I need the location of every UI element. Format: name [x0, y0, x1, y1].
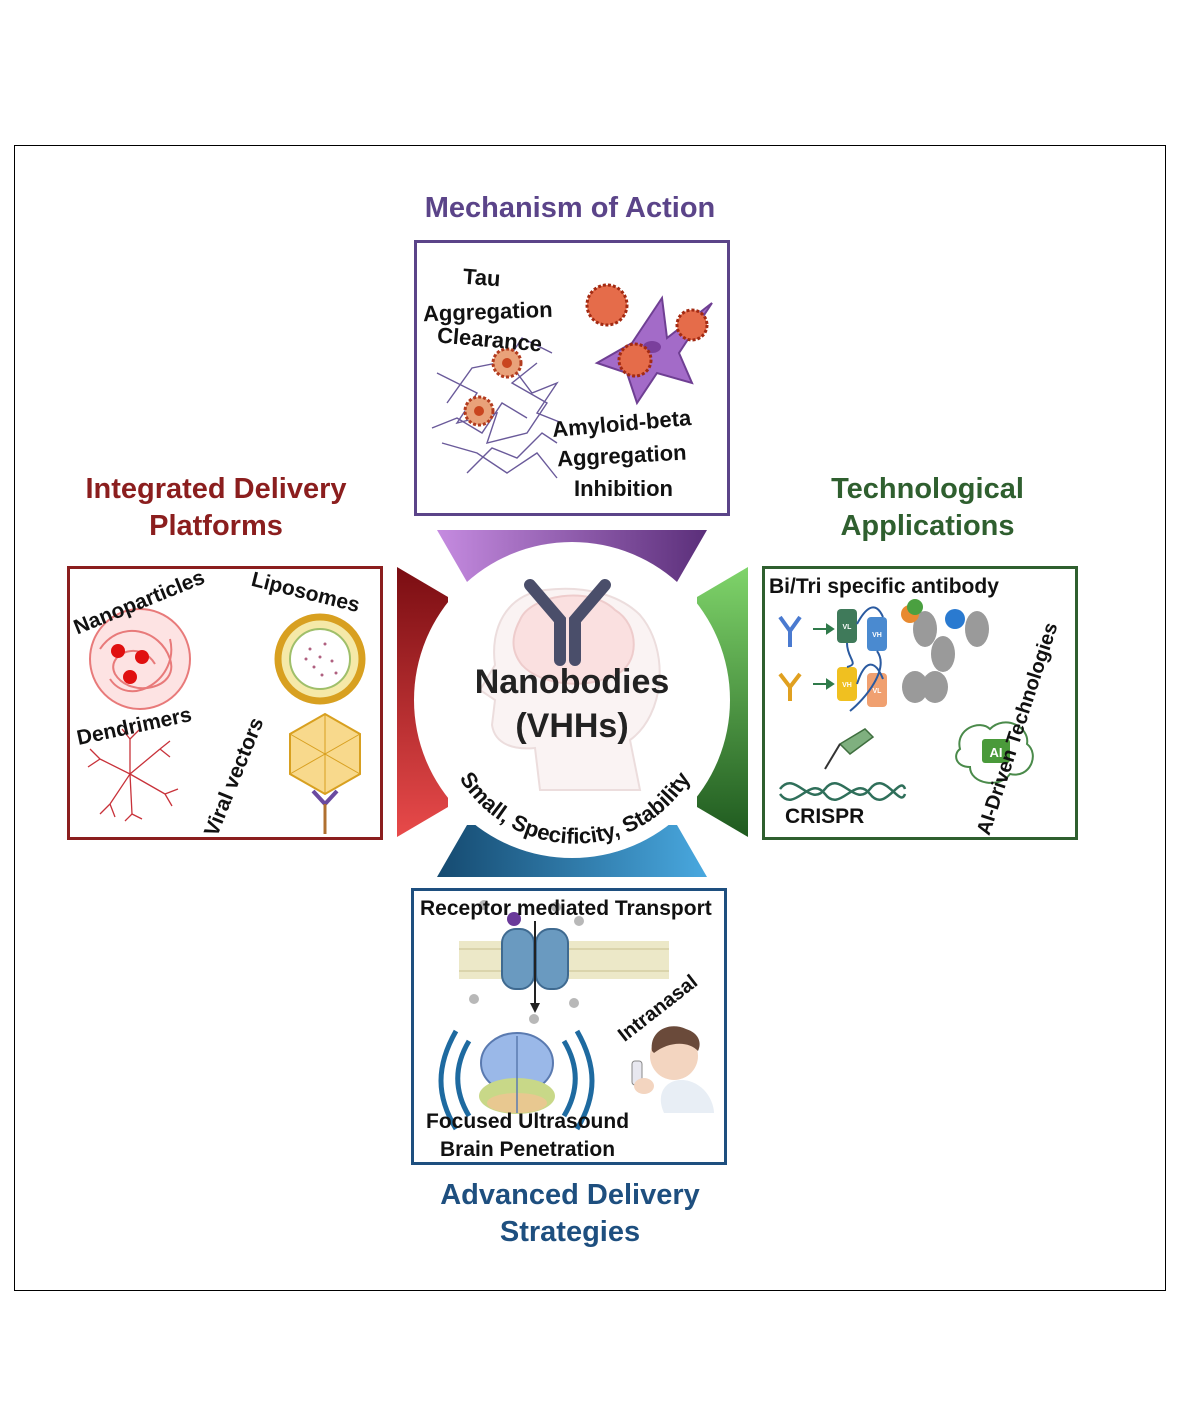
integrated-panel: Nanoparticles Liposomes Dendrimers Viral…	[67, 566, 383, 840]
mechanism-panel: Tau Aggregation Clearance Amyloid-beta A…	[414, 240, 730, 516]
svg-text:VH: VH	[872, 632, 882, 639]
mechanism-art	[431, 283, 713, 479]
svg-text:AI: AI	[990, 745, 1003, 760]
technological-art: VL VH VH VL	[778, 599, 1034, 801]
crispr-label: CRISPR	[785, 805, 865, 828]
antibody-icon	[778, 615, 802, 701]
dna-icon	[779, 782, 907, 801]
center-subtitle: (VHHs)	[515, 707, 628, 745]
mechanism-heading: Mechanism of Action	[424, 192, 716, 224]
svg-text:VL: VL	[873, 688, 883, 695]
tau-aggregate-icon	[463, 347, 523, 427]
liposome-icon	[274, 613, 366, 705]
tau-label-line1: Tau	[462, 263, 502, 292]
ultrasound-label-line1: Focused Ultrasound	[426, 1110, 630, 1133]
integrated-art	[87, 608, 366, 834]
neuron-icon	[585, 283, 713, 406]
technological-heading: Technological Applications	[780, 471, 1075, 545]
ai-chip-icon: AI	[955, 721, 1034, 784]
advanced-art	[438, 900, 714, 1131]
ultrasound-label-line2: Brain Penetration	[440, 1138, 616, 1161]
molecule-dots-icon	[469, 900, 584, 1024]
advanced-heading-line2: Strategies	[499, 1216, 641, 1248]
person-spray-icon	[631, 1026, 714, 1113]
center-circle	[414, 542, 730, 858]
ultrasound-brain-icon	[438, 1029, 595, 1131]
pen-hand-icon	[824, 728, 875, 770]
advanced-panel: Receptor mediated Transport Intranasal F…	[411, 888, 727, 1165]
integrated-heading-line2: Platforms	[149, 510, 283, 542]
nanoparticle-icon	[89, 608, 191, 710]
receptor-icon	[501, 912, 569, 1013]
viral-vector-icon	[289, 712, 361, 834]
figure-frame	[14, 145, 1166, 1291]
advanced-heading-line1: Advanced Delivery	[440, 1179, 700, 1211]
center-graphic: Nanobodies (VHHs) Small, Specificity, St…	[397, 530, 748, 877]
technological-heading-line1: Technological	[831, 473, 1024, 505]
technological-panel: Bi/Tri specific antibody VL VH VH VL	[762, 566, 1078, 840]
receptor-label: Receptor mediated Transport	[420, 897, 712, 920]
technological-heading-line2: Applications	[840, 510, 1015, 542]
integrated-heading: Integrated Delivery Platforms	[60, 471, 372, 545]
integrated-heading-line1: Integrated Delivery	[85, 473, 347, 505]
advanced-heading: Advanced Delivery Strategies	[400, 1177, 740, 1251]
dendrimer-icon	[87, 728, 179, 822]
abeta-label-line3: Inhibition	[574, 476, 673, 501]
center-title: Nanobodies	[475, 663, 670, 701]
bispecific-label: Bi/Tri specific antibody	[769, 575, 999, 598]
nanobody-icon	[524, 579, 611, 666]
bispecific-domain-icon: VL VH VH VL	[837, 606, 887, 712]
trispecific-antibody-icon	[901, 599, 989, 703]
svg-text:VL: VL	[843, 624, 853, 631]
svg-text:VH: VH	[842, 682, 852, 689]
arrow-icon	[813, 623, 835, 690]
